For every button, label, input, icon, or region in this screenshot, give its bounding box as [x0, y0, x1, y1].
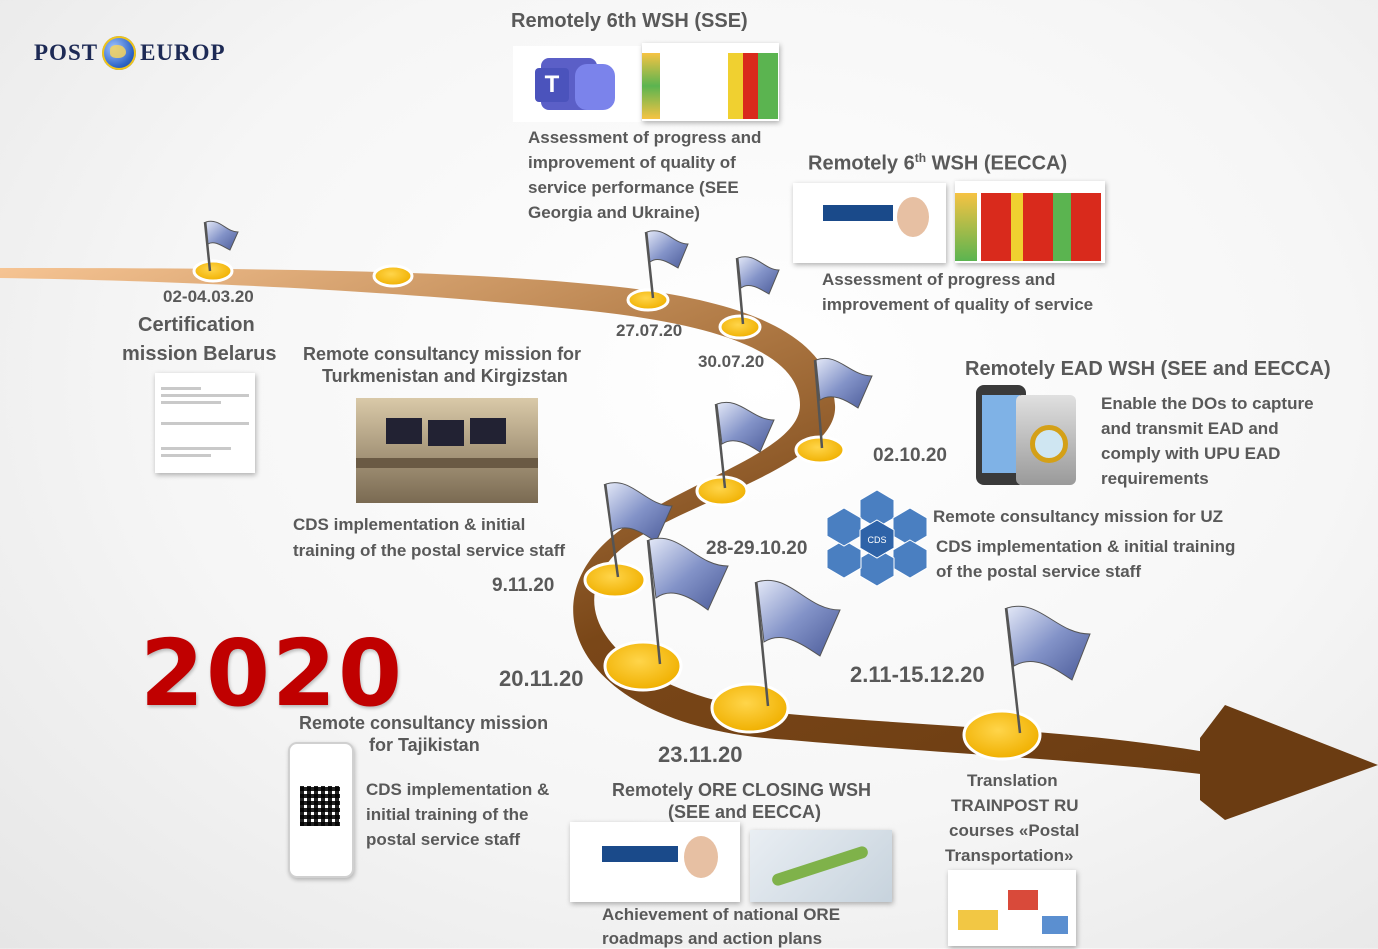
title-m10-line1: Translation — [967, 771, 1058, 790]
flag-m10-icon — [1004, 605, 1091, 734]
date-m10: 2.11-15.12.20 — [850, 662, 985, 687]
date-m5: 02.10.20 — [873, 445, 947, 466]
title-m10-line3: courses «Postal — [949, 821, 1080, 840]
roadmap-table-m3 — [642, 43, 779, 121]
timeline-markers — [192, 259, 1042, 761]
marker-m1 — [192, 259, 234, 283]
desc-m4-line1: Assessment of progress and — [822, 270, 1056, 289]
title-m1-line1: Certification — [138, 314, 255, 336]
date-m3: 27.07.20 — [616, 321, 683, 340]
marker-m4 — [718, 314, 762, 340]
marker-m5 — [794, 435, 846, 465]
title-m8-line1: Remote consultancy mission — [299, 713, 549, 733]
flags — [203, 220, 1091, 734]
title-m10-line4: Transportation» — [945, 846, 1074, 865]
flag-m9-icon — [754, 579, 841, 707]
roadmap-image-m9 — [750, 830, 892, 902]
desc-m4-line2: improvement of quality of service — [822, 295, 1094, 314]
cds-hexagon-diagram: CDS — [826, 489, 928, 587]
desc-m8-line3: postal service staff — [366, 830, 521, 849]
date-m4: 30.07.20 — [698, 352, 765, 371]
title-m5: Remotely EAD WSH (SEE and EECCA) — [965, 358, 1331, 380]
title-m3: Remotely 6th WSH (SSE) — [511, 10, 748, 32]
flag-m3-icon — [644, 230, 689, 299]
year-title: 2020 — [140, 620, 405, 727]
title-m9-line1: Remotely ORE CLOSING WSH — [612, 780, 872, 800]
title-m4: Remotely 6th WSH (EECCA) — [808, 151, 1068, 175]
desc-m3-line1: Assessment of progress and — [528, 128, 762, 147]
flag-m6-icon — [714, 401, 775, 489]
date-m1: 02-04.03.20 — [163, 287, 254, 306]
cds-hexagon-label: CDS — [867, 535, 886, 545]
title-m10-line2: TRAINPOST RU — [951, 796, 1079, 815]
desc-m3-line4: Georgia and Ukraine) — [528, 203, 700, 222]
marker-m9 — [710, 682, 790, 734]
phone-qr-icon — [288, 742, 354, 878]
date-m7: 9.11.20 — [492, 575, 555, 596]
ead-device-icon — [968, 385, 1086, 495]
title-m1-line2: mission Belarus — [122, 343, 277, 365]
flag-m1-icon — [203, 220, 239, 272]
posteurop-logo: POST EUROP — [34, 36, 226, 70]
title-m8-line2: for Tajikistan — [369, 735, 480, 755]
desc-m9-line1: Achievement of national ORE — [602, 905, 841, 924]
marker-m3 — [626, 288, 670, 312]
title-m9-line2: (SEE and EECCA) — [668, 802, 822, 822]
date-m9: 23.11.20 — [658, 742, 743, 767]
desc-m2-line1: CDS implementation & initial — [293, 515, 526, 534]
marker-m10 — [962, 709, 1042, 761]
title-m6: Remote consultancy mission for UZ — [933, 507, 1223, 526]
desc-m6-line2: of the postal service staff — [936, 562, 1142, 581]
date-m8: 20.11.20 — [499, 666, 584, 691]
desc-m2-line2: training of the postal service staff — [293, 541, 566, 560]
globe-icon — [102, 36, 137, 70]
desc-m3-line3: service performance (SEE — [528, 178, 739, 197]
desc-m5-line1: Enable the DOs to capture — [1101, 394, 1314, 413]
transportation-sketch-image — [948, 870, 1076, 946]
desc-m6-line1: CDS implementation & initial training — [936, 537, 1236, 556]
marker-m7 — [583, 561, 647, 599]
marker-m2 — [372, 264, 414, 288]
teams-icon: T — [513, 46, 641, 122]
video-screenshot-m4 — [793, 183, 946, 263]
video-screenshot-m9 — [570, 822, 740, 902]
flag-m8-icon — [646, 537, 729, 665]
road-arrow-head — [1200, 705, 1378, 820]
title-m2-line2: Turkmenistan and Kirgizstan — [322, 366, 568, 386]
logo-text-left: POST — [34, 40, 99, 65]
marker-m6 — [695, 475, 749, 507]
title-m2-line1: Remote consultancy mission for — [303, 344, 582, 364]
roadmap-table-m4 — [955, 181, 1105, 263]
date-m6: 28-29.10.20 — [706, 538, 808, 559]
document-thumbnail-m1 — [155, 373, 255, 473]
desc-m8-line1: CDS implementation & — [366, 780, 550, 799]
desc-m5-line2: and transmit EAD and — [1101, 419, 1279, 438]
desc-m5-line3: comply with UPU EAD — [1101, 444, 1281, 463]
logo-text-right: EUROP — [140, 40, 226, 65]
flag-m5-icon — [813, 357, 873, 449]
flag-m7-icon — [603, 482, 673, 578]
desc-m9-line2: roadmaps and action plans — [602, 929, 823, 948]
desc-m8-line2: initial training of the — [366, 805, 529, 824]
desc-m5-line4: requirements — [1101, 469, 1209, 488]
flag-m4-icon — [735, 256, 780, 325]
marker-m8 — [603, 640, 683, 692]
desc-m3-line2: improvement of quality of — [528, 153, 736, 172]
photo-training-room — [356, 398, 538, 503]
